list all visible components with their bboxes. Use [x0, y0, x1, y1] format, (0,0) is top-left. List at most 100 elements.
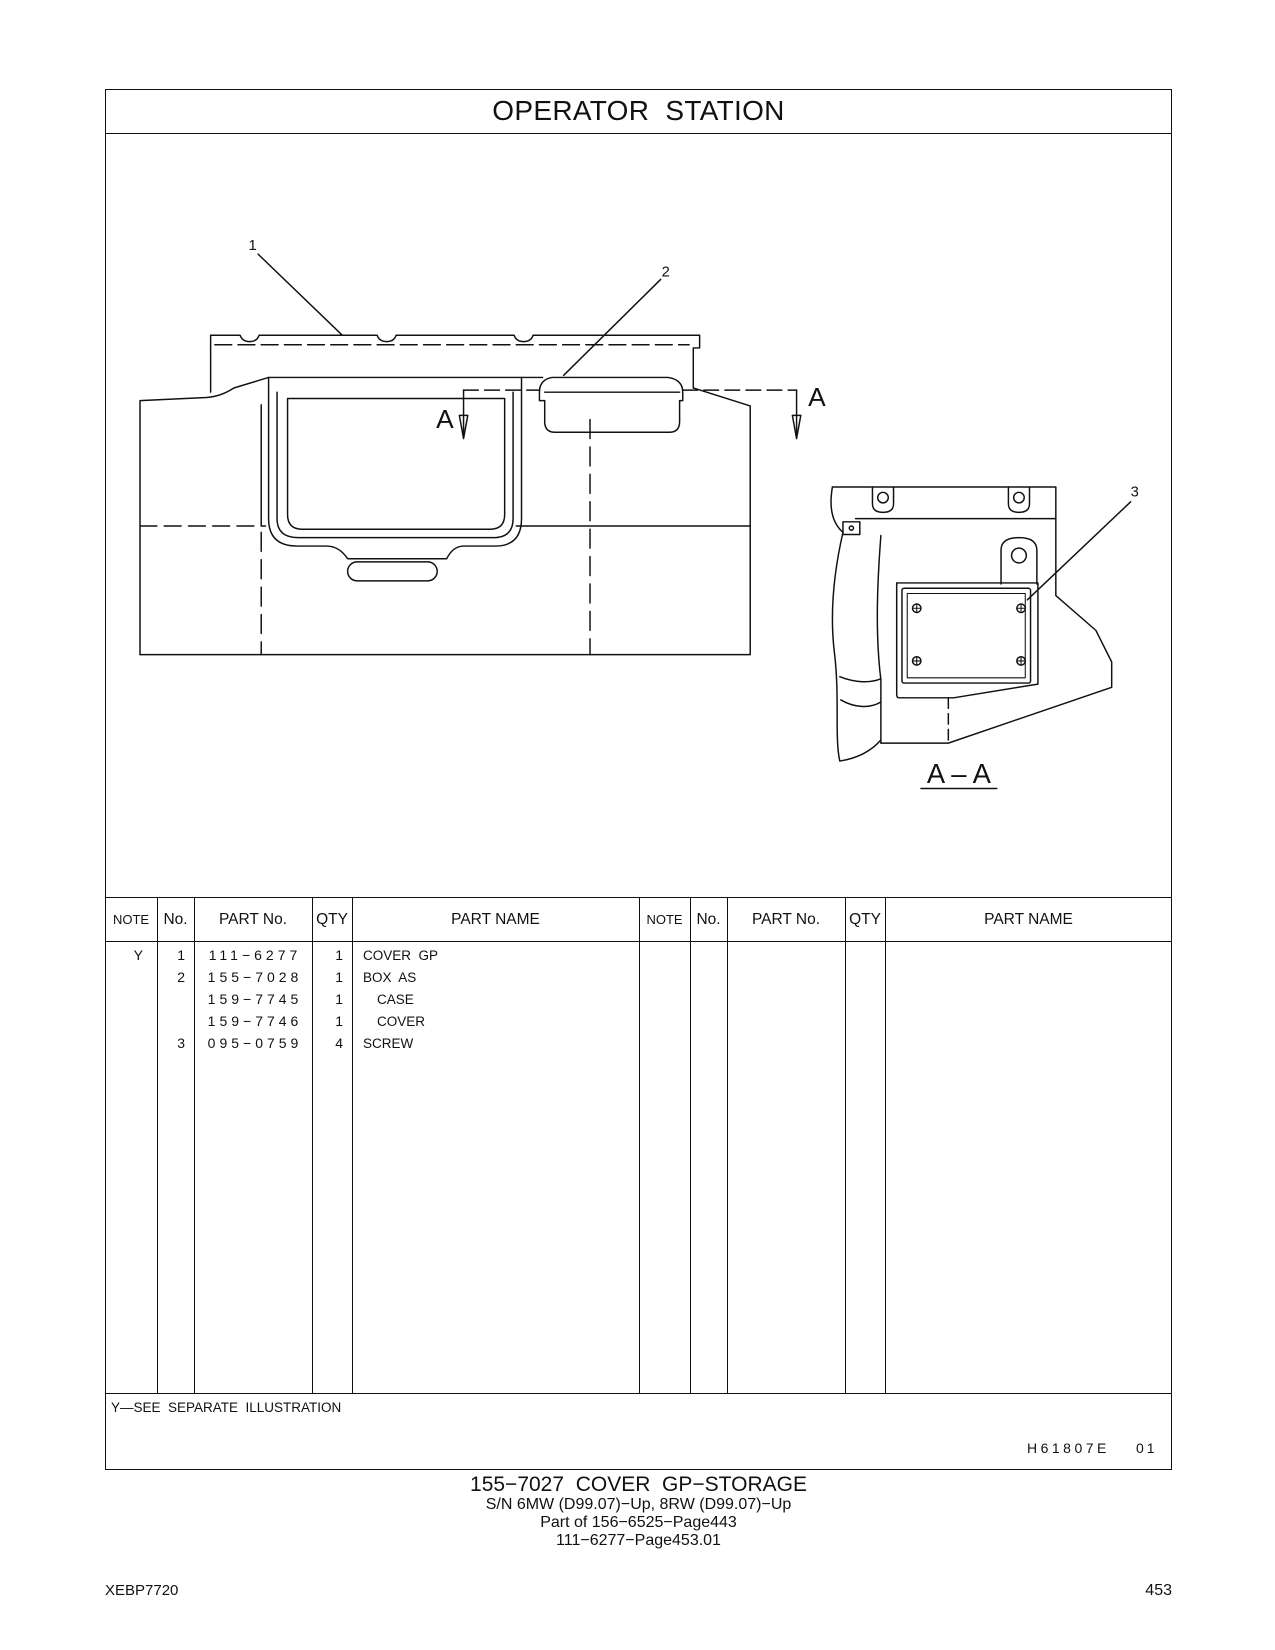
cell-qty: 4: [335, 1035, 343, 1051]
parent-reference: Part of 156−6525−Page443: [540, 1514, 737, 1531]
table-header: NOTE No. PART No. QTY PART NAME NOTE No.…: [105, 898, 1172, 942]
column-rule: [885, 898, 886, 1393]
column-rule: [845, 898, 846, 1393]
storage-pocket-inner: [286, 397, 506, 530]
cell-no: 1: [177, 947, 185, 963]
cell-qty: 1: [335, 947, 343, 963]
mount-hole: [876, 491, 890, 504]
cell-qty: 1: [335, 991, 343, 1007]
header-part-no: PART No.: [218, 910, 288, 928]
cell-part-name: SCREW: [363, 1035, 414, 1051]
cover-plate-inner: [906, 592, 1026, 679]
cell-note: Y: [133, 947, 143, 963]
header-part-no: PART No.: [751, 910, 821, 928]
section-inner-wall: [876, 534, 882, 741]
console-body-outline-left: [139, 376, 270, 656]
callout-2: 2: [662, 264, 670, 280]
cell-qty: 1: [335, 969, 343, 985]
screw-icon: [1016, 603, 1027, 614]
header-no: No.: [696, 910, 721, 928]
header-qty: QTY: [849, 910, 881, 928]
table-body: Y 1 111−6277 1 COVER GP 2 155−7028 1 BOX…: [105, 944, 639, 1054]
section-mark-right: A: [808, 382, 826, 412]
group-caption: 155−7027 COVER GP−STORAGE S/N 6MW (D99.0…: [105, 1473, 1172, 1550]
page-number: 453: [1145, 1582, 1172, 1599]
storage-pocket-lip: [276, 391, 514, 539]
table-row: 2 155−7028 1 BOX AS: [105, 966, 639, 988]
cover-gp-top-band: [209, 334, 701, 393]
column-rule: [312, 898, 313, 1393]
leader-line-3: [1026, 501, 1132, 601]
section-view-label: A – A: [927, 758, 992, 789]
mount-hole: [1012, 491, 1025, 504]
column-rule: [194, 898, 195, 1393]
cell-part-name: COVER GP: [363, 947, 439, 963]
cell-qty: 1: [335, 1013, 343, 1029]
column-rule: [352, 898, 353, 1393]
group-title: 155−7027 COVER GP−STORAGE: [470, 1473, 807, 1496]
cell-part-no: 095−0759: [207, 1035, 303, 1051]
section-clip: [842, 521, 861, 536]
parts-illustration: A A 1 2: [139, 238, 1139, 790]
drawing-revision: 01: [1136, 1440, 1158, 1456]
section-left-edge: [830, 486, 882, 762]
screw-icon: [911, 603, 922, 614]
section-view-a-a: 3 A – A: [830, 485, 1139, 790]
table-row: Y 1 111−6277 1 COVER GP: [105, 944, 639, 966]
note-legend: Y—SEE SEPARATE ILLUSTRATION: [111, 1400, 342, 1415]
section-band-line: [840, 699, 882, 708]
box-as-outline: [538, 376, 684, 433]
storage-pocket-tab: [346, 561, 438, 582]
column-rule: [690, 898, 691, 1393]
side-hole: [1010, 547, 1028, 564]
side-bracket: [1000, 536, 1038, 585]
mount-bracket: [1007, 486, 1031, 514]
cover-recess: [895, 582, 1039, 699]
cell-part-no: 159−7745: [207, 991, 303, 1007]
header-note: NOTE: [112, 912, 150, 927]
column-rule: [727, 898, 728, 1393]
header-part-name: PART NAME: [451, 910, 540, 928]
table-row: 159−7745 1 CASE: [105, 988, 639, 1010]
cell-no: 2: [177, 969, 185, 985]
header-no: No.: [163, 910, 188, 928]
screw-icon: [1016, 655, 1027, 666]
cover-plate: [901, 587, 1032, 684]
cell-part-no: 111−6277: [208, 947, 302, 963]
drawing-number: H61807E: [1027, 1440, 1110, 1456]
header-note: NOTE: [646, 912, 683, 927]
parts-table: NOTE No. PART No. QTY PART NAME NOTE No.…: [105, 897, 1172, 1393]
section-clip-dot: [848, 525, 855, 531]
console-body-outline-right: [139, 387, 751, 656]
header-qty: QTY: [316, 910, 348, 928]
document-number: XEBP7720: [105, 1582, 179, 1599]
table-row: 3 095−0759 4 SCREW: [105, 1032, 639, 1054]
column-rule: [639, 898, 640, 1393]
section-outline: [831, 486, 1113, 744]
leader-line-2: [562, 278, 662, 377]
page-frame: [105, 89, 1172, 1470]
section-mark-left: A: [436, 404, 454, 434]
screw-icon: [911, 655, 922, 666]
callout-1: 1: [249, 238, 257, 254]
page-title: OPERATOR STATION: [105, 89, 1172, 134]
mount-bracket: [871, 486, 895, 514]
cell-part-name: CASE: [377, 991, 414, 1007]
cell-part-name: COVER: [377, 1013, 426, 1029]
cell-no: 3: [177, 1035, 185, 1051]
serial-range: S/N 6MW (D99.07)−Up, 8RW (D99.07)−Up: [485, 1496, 792, 1513]
page-reference: 111−6277−Page453.01: [556, 1532, 721, 1549]
section-arrowhead-left: [458, 414, 469, 440]
main-view: A A 1 2: [139, 238, 826, 656]
callout-3: 3: [1131, 485, 1139, 501]
column-rule: [157, 898, 158, 1393]
storage-pocket-outer: [267, 376, 523, 560]
cell-part-no: 159−7746: [207, 1013, 303, 1029]
section-band-line: [839, 676, 882, 683]
leader-line-1: [257, 253, 344, 337]
section-arrowhead-right: [791, 414, 802, 440]
cell-part-name: BOX AS: [363, 969, 417, 985]
header-part-name: PART NAME: [984, 910, 1073, 928]
table-row: 159−7746 1 COVER: [105, 1010, 639, 1032]
cell-part-no: 155−7028: [207, 969, 303, 985]
